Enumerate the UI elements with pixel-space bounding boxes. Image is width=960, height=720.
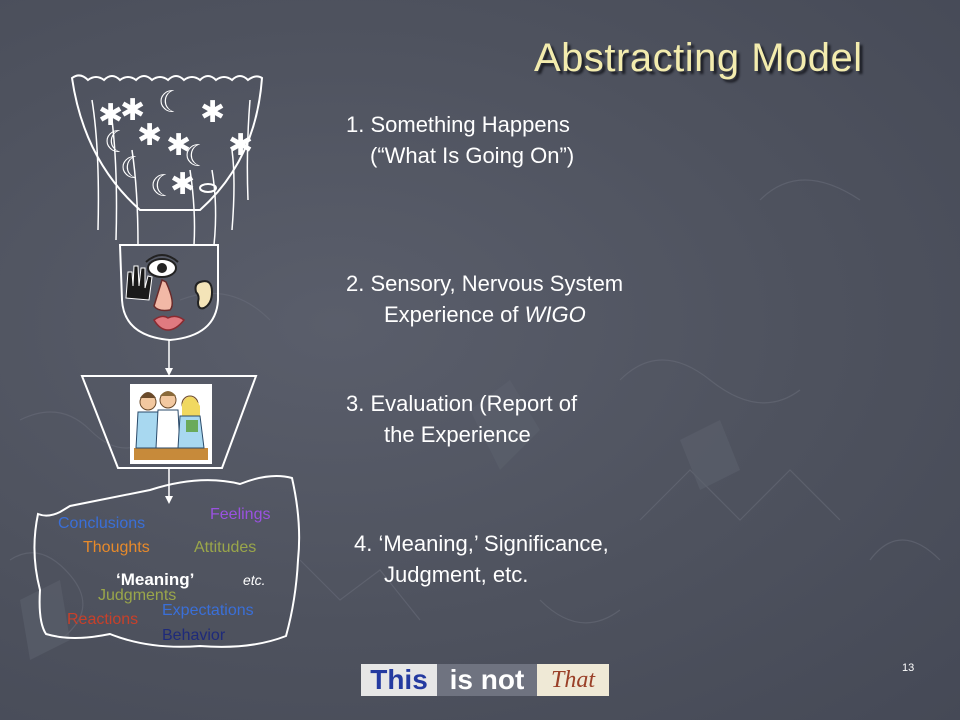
svg-text:☾: ☾	[158, 85, 185, 120]
svg-text:☾: ☾	[120, 151, 147, 186]
this-is-not-that-logo: This is not That	[361, 664, 609, 696]
label-conclusions: Conclusions	[58, 515, 146, 532]
step-1-line-2: (“What Is Going On”)	[370, 143, 575, 168]
svg-text:✱: ✱	[98, 98, 123, 133]
svg-text:☾: ☾	[150, 169, 177, 204]
crescent-icon: ☾ ☾ ☾ ☾ ☾	[104, 85, 211, 204]
svg-text:✱: ✱	[170, 167, 195, 202]
label-attitudes: Attitudes	[194, 539, 257, 556]
step-2-line-1: 2. Sensory, Nervous System	[346, 271, 624, 296]
meaning-blob	[33, 475, 301, 648]
logo-this: This	[361, 664, 437, 696]
svg-text:✱: ✱	[166, 128, 191, 163]
label-thoughts: Thoughts	[83, 539, 150, 556]
label-reactions: Reactions	[67, 611, 139, 628]
label-expectations: Expectations	[162, 602, 254, 619]
star-icon: ✱ ✱ ✱ ✱ ✱ ✱ ✱	[98, 93, 253, 202]
nose-icon	[153, 278, 173, 312]
evaluation-funnel	[80, 375, 258, 469]
step-4-text: 4. ‘Meaning,’ Significance, Judgment, et…	[354, 528, 609, 590]
step-2-text: 2. Sensory, Nervous System Experience of…	[346, 268, 623, 330]
step-3-text: 3. Evaluation (Report of the Experience	[346, 388, 577, 450]
step-4-line-2: Judgment, etc.	[384, 562, 529, 587]
step-1-text: 1. Something Happens (“What Is Going On”…	[346, 109, 574, 171]
step-2-line-2-text: Experience of	[384, 302, 525, 327]
hand-icon	[125, 265, 153, 301]
ear-icon	[194, 280, 214, 310]
logo-that: That	[537, 664, 609, 696]
slide-title: Abstracting Model	[534, 36, 863, 80]
svg-text:✱: ✱	[200, 95, 225, 130]
label-meaning: ‘Meaning’	[116, 570, 195, 589]
step-1-line-1: 1. Something Happens	[346, 112, 570, 137]
logo-is-not: is not	[437, 664, 537, 696]
svg-text:✱: ✱	[120, 93, 145, 128]
step-4-line-1: 4. ‘Meaning,’ Significance,	[354, 531, 609, 556]
event-cloud: ✱ ✱ ✱ ✱ ✱ ✱ ✱ ☾ ☾ ☾ ☾ ☾	[70, 74, 264, 246]
svg-text:☾: ☾	[104, 125, 131, 160]
svg-text:☾: ☾	[184, 139, 211, 174]
sensory-shield	[118, 244, 219, 342]
svg-text:✱: ✱	[137, 118, 162, 153]
step-2-wigo: WIGO	[524, 302, 586, 327]
label-feelings: Feelings	[210, 506, 271, 523]
label-judgments: Judgments	[98, 587, 177, 604]
step-2-line-2: Experience of WIGO	[346, 299, 623, 330]
svg-text:✱: ✱	[228, 128, 253, 163]
eye-icon	[145, 254, 179, 278]
lips-icon	[153, 315, 186, 331]
step-3-line-1: 3. Evaluation (Report of	[346, 391, 578, 416]
label-behavior: Behavior	[162, 627, 226, 644]
slide-number: 13	[902, 662, 915, 674]
label-etc: etc.	[243, 572, 266, 588]
step-3-line-2: the Experience	[384, 422, 531, 447]
scientists-icon	[130, 384, 212, 464]
